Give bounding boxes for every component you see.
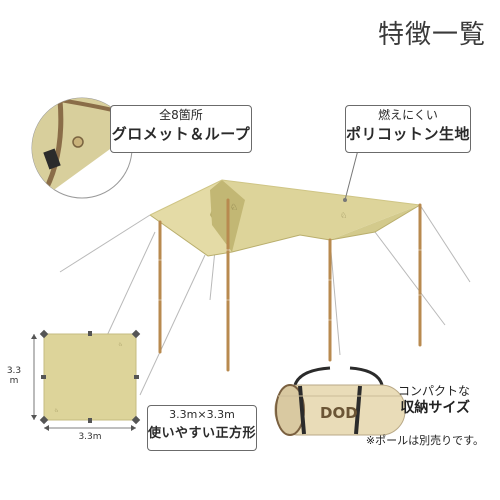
tarp-logo-icon: ♘: [230, 203, 238, 213]
tarp-logo-icon: ♘: [340, 211, 347, 220]
guy-rope: [329, 239, 341, 356]
guy-rope: [139, 254, 206, 396]
callout-heading: 収納サイズ: [400, 400, 470, 416]
grommet-callout: 全8箇所 グロメット＆ループ: [110, 105, 252, 153]
corner-loops: [39, 329, 141, 425]
width-label: 3.3m: [78, 432, 102, 442]
grommet-icon: [72, 136, 84, 148]
pole-sold-separately-note: ※ポールは別売りです。: [365, 434, 484, 447]
logo-icon: ♘: [118, 342, 122, 348]
leader-dot: [343, 198, 347, 202]
height-label: 3.3 m: [6, 366, 22, 386]
bag-strap: [298, 385, 306, 435]
tarp-main-panel: [222, 180, 420, 252]
tarp: ♘ ♘: [149, 179, 421, 257]
bag-handle: [349, 366, 384, 386]
square-tarp: [43, 333, 137, 421]
square-diagram: ♘ ♘: [31, 329, 141, 431]
callout-heading: ポリコットン生地: [346, 125, 471, 143]
fabric-callout: 燃えにくい ポリコットン生地: [345, 105, 471, 153]
tarp-ridge: [149, 179, 421, 216]
guy-rope: [374, 231, 446, 326]
callout-heading: グロメット＆ループ: [111, 125, 251, 143]
tarp-right-edge: [330, 205, 420, 240]
detail-loop: [43, 148, 61, 170]
bag-strap: [354, 385, 362, 435]
tarp-hem: [149, 204, 421, 257]
guy-rope: [419, 204, 471, 283]
pole-joints: [158, 249, 422, 321]
guy-rope: [104, 231, 156, 341]
guy-rope: [59, 214, 151, 273]
page-title: 特徴一覧: [377, 20, 486, 50]
callout-subtitle: 全8箇所: [159, 108, 203, 122]
storage-bag: [274, 366, 406, 436]
bag-callout: コンパクトな 収納サイズ: [398, 383, 470, 417]
callout-subtitle: 3.3m×3.3m: [169, 408, 235, 421]
logo-icon: ♘: [54, 408, 58, 414]
leader-line: [344, 149, 359, 201]
bag-logo: DOD: [320, 404, 358, 422]
callout-subtitle: 燃えにくい: [378, 108, 438, 122]
callout-subtitle: コンパクトな: [397, 384, 470, 398]
poles: [158, 198, 422, 372]
bag-handle: [293, 366, 331, 386]
callout-heading: 使いやすい正方形: [148, 426, 257, 441]
size-callout: 3.3m×3.3m 使いやすい正方形: [147, 405, 257, 451]
